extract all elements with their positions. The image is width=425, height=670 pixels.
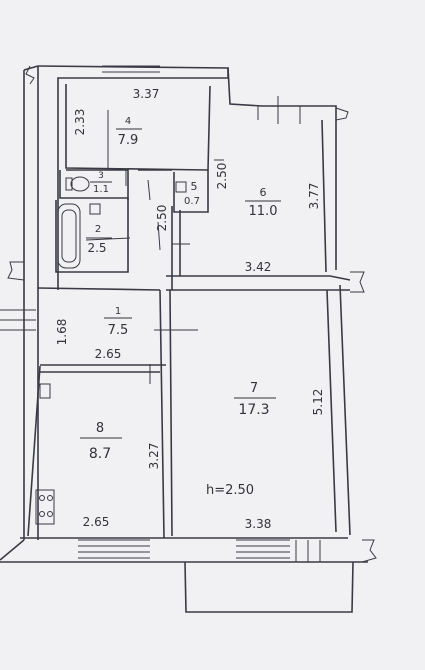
svg-text:2.5: 2.5: [87, 241, 106, 255]
svg-text:0.7: 0.7: [184, 196, 200, 207]
dim-2-65-a: 2.65: [95, 347, 122, 361]
dim-3-42: 3.42: [245, 260, 272, 274]
room-7-label: 7 17.3: [234, 381, 276, 418]
dimension-labels: 3.37 2.33 2.50 3.77 2.50 3.42 1.68 2.65 …: [55, 87, 325, 531]
room-5-label: 5 0.7: [184, 180, 200, 207]
svg-text:11.0: 11.0: [249, 204, 278, 219]
dim-2-50-b: 2.50: [155, 205, 169, 232]
room-3-label: 3 1.1: [90, 171, 112, 195]
dim-3-38: 3.38: [245, 517, 272, 531]
svg-text:2: 2: [95, 224, 101, 235]
windows: [0, 65, 377, 563]
bathtub-icon: [57, 203, 101, 269]
dim-3-77: 3.77: [307, 183, 321, 210]
dim-1-68: 1.68: [55, 319, 69, 346]
vent-icon: [175, 181, 187, 193]
stove-icon: [35, 489, 55, 525]
svg-text:1.1: 1.1: [93, 184, 109, 195]
room-6-label: 6 11.0: [245, 186, 281, 219]
room-1-label: 1 7.5: [104, 306, 132, 338]
svg-text:1: 1: [115, 306, 121, 317]
dim-3-37: 3.37: [133, 87, 160, 101]
svg-text:8: 8: [96, 421, 104, 436]
door-marks: [85, 110, 224, 384]
dim-2-65-b: 2.65: [83, 515, 110, 529]
svg-text:6: 6: [260, 186, 267, 199]
dim-2-33: 2.33: [73, 109, 87, 136]
fixtures: [35, 176, 187, 525]
dim-3-27: 3.27: [147, 443, 161, 470]
sink-icon: [39, 383, 51, 399]
svg-text:3: 3: [98, 171, 104, 181]
svg-text:8.7: 8.7: [89, 446, 111, 462]
toilet-icon: [65, 176, 90, 192]
room-8-label: 8 8.7: [80, 421, 122, 462]
dim-2-50-a: 2.50: [215, 163, 229, 190]
ceiling-height: h=2.50: [206, 483, 254, 498]
room-4-label: 4 7.9: [116, 116, 142, 148]
svg-text:17.3: 17.3: [238, 402, 269, 418]
svg-text:5: 5: [191, 180, 198, 193]
svg-text:7.9: 7.9: [118, 133, 139, 148]
room-labels: 4 7.9 3 1.1 5 0.7 2 2.5 6 11.0 1 7.5: [80, 116, 281, 462]
svg-text:4: 4: [125, 116, 131, 127]
dim-5-12: 5.12: [311, 389, 325, 416]
svg-text:7: 7: [250, 381, 258, 396]
room-2-label: 2 2.5: [86, 224, 112, 255]
svg-text:7.5: 7.5: [108, 323, 129, 338]
interior-walls: [27, 84, 351, 539]
outer-walls: [0, 65, 368, 613]
